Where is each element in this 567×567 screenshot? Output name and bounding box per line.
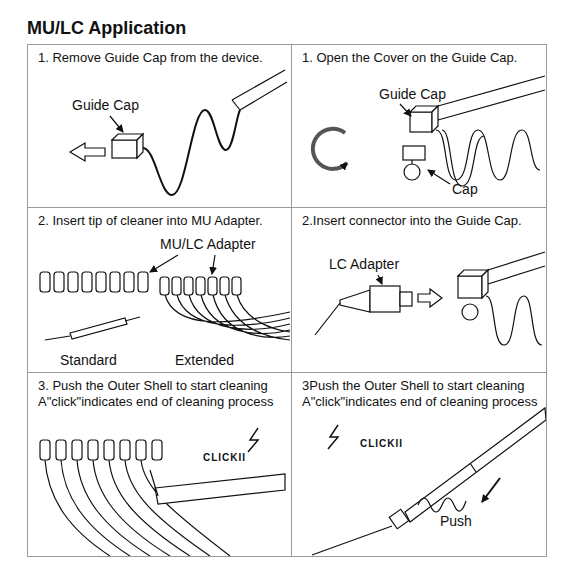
guide-cap	[112, 134, 143, 158]
step-text: 1. Open the Cover on the Guide Cap.	[302, 50, 538, 66]
variant-label: Extended	[175, 352, 234, 368]
leader-line	[378, 275, 382, 284]
adapter-row-extended	[160, 277, 290, 340]
cleaner-wave	[143, 110, 240, 195]
rotate-arrow	[313, 129, 347, 169]
cleaner-body	[232, 70, 287, 110]
cleaner-wave	[436, 130, 540, 180]
leader-line	[212, 255, 215, 274]
lc-connector	[312, 509, 409, 555]
step-panel: 3Push the Outer Shell to start cleaning …	[291, 372, 547, 557]
part-label: Guide Cap	[72, 97, 139, 113]
sound-label: CLICKII	[203, 452, 246, 464]
part-label: Guide Cap	[379, 86, 446, 102]
step-panel: 1. Remove Guide Cap from the device.	[27, 44, 292, 208]
title: MU/LC Application	[27, 18, 186, 39]
step-text: 3. Push the Outer Shell to start cleanin…	[38, 378, 283, 411]
step-text: 2. Insert tip of cleaner into MU Adapter…	[38, 213, 283, 229]
cap	[403, 146, 425, 180]
cleaner-wave	[418, 498, 466, 512]
part-label: Cap	[452, 181, 478, 197]
click-symbol	[248, 428, 258, 452]
cleaner-body	[438, 76, 545, 120]
adapter-row-standard	[40, 272, 148, 292]
cleaner-tip	[45, 317, 140, 340]
step-text: 3Push the Outer Shell to start cleaning …	[302, 378, 538, 411]
cleaner-body	[488, 252, 545, 284]
insert-arrow	[418, 289, 442, 307]
remove-arrow	[70, 143, 105, 161]
sound-label: CLICKII	[360, 438, 403, 450]
action-label: Push	[440, 513, 472, 529]
leader-line	[150, 255, 178, 272]
cleaner-body	[405, 408, 546, 522]
cleaner-body	[150, 470, 285, 504]
guide-cap	[458, 270, 488, 320]
cleaner-wave	[442, 130, 484, 186]
step-panel: 3. Push the Outer Shell to start cleanin…	[27, 372, 292, 557]
lc-connector	[315, 286, 412, 335]
leader-line	[110, 116, 123, 132]
step-panel: 2.Insert connector into the Guide Cap.	[291, 207, 547, 373]
guide-cap	[410, 106, 438, 132]
step-panel: 2. Insert tip of cleaner into MU Adapter…	[27, 207, 292, 373]
leader-line	[428, 170, 450, 184]
push-arrow	[482, 478, 500, 502]
part-label: MU/LC Adapter	[160, 236, 256, 252]
cleaner-wave	[486, 296, 542, 345]
step-panel: 1. Open the Cover on the Guide Cap.	[291, 44, 547, 208]
part-label: LC Adapter	[329, 256, 399, 272]
click-symbol	[328, 425, 338, 449]
variant-label: Standard	[60, 352, 117, 368]
step-text: 2.Insert connector into the Guide Cap.	[302, 213, 538, 229]
leader-line	[400, 104, 411, 116]
step-text: 1. Remove Guide Cap from the device.	[38, 50, 283, 66]
